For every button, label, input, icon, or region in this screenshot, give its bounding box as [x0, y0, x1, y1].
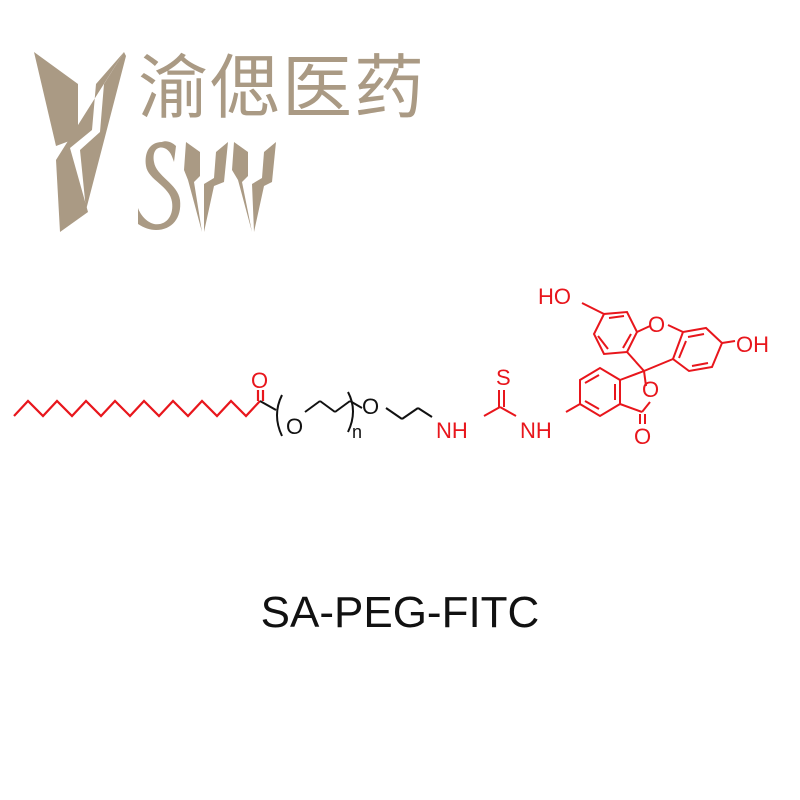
lactone-oxygen-label: O	[642, 377, 659, 402]
logo-monogram-graphic	[34, 52, 276, 232]
fitc-bonds	[483, 302, 736, 424]
nh-label-1: NH	[436, 418, 468, 443]
xanthene-oxygen-label: O	[648, 312, 665, 337]
peg-repeat-n-label: n	[352, 422, 362, 442]
structure-drawing: O O n O NH S NH	[13, 284, 769, 449]
compound-name-caption: SA-PEG-FITC	[260, 588, 540, 637]
oh-right-label: OH	[736, 332, 769, 357]
peg-segment	[259, 391, 433, 437]
peg-oxygen-2-label: O	[362, 394, 379, 419]
nh-label-2: NH	[520, 418, 552, 443]
ho-left-label: HO	[538, 284, 571, 309]
lactone-carbonyl-oxygen-label: O	[634, 424, 651, 449]
peg-oxygen-label: O	[286, 414, 303, 439]
company-name-cn: 渝偲医药	[138, 47, 426, 129]
stearic-acid-chain	[13, 390, 265, 418]
chemical-structure: O O n O NH S NH	[0, 260, 800, 460]
company-logo: 渝偲医药	[0, 0, 800, 260]
thio-sulfur-label: S	[496, 365, 511, 390]
ester-oxygen-label: O	[251, 368, 268, 393]
